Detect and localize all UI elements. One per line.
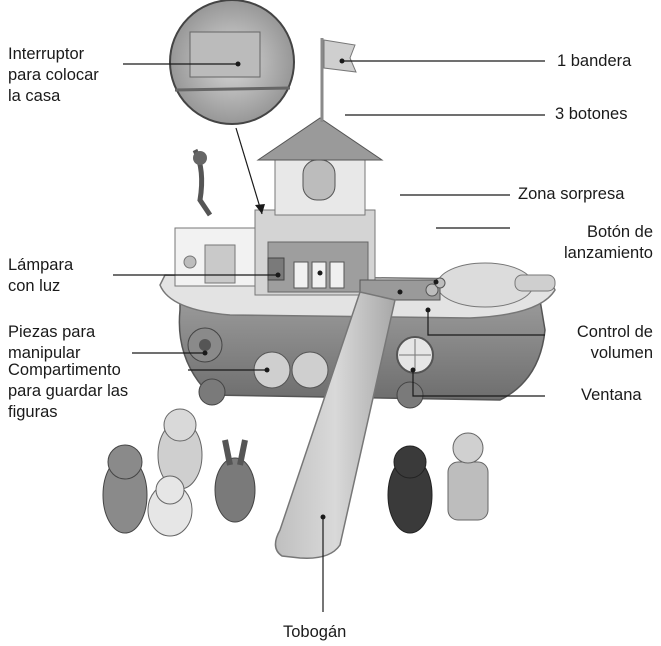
boat-illustration	[102, 0, 556, 559]
line-ventana	[412, 370, 545, 397]
label-boton-lanzamiento: Botón de lanzamiento	[564, 223, 653, 262]
label-compartimento: Compartimento para guardar las figuras	[8, 361, 129, 421]
label-zona-sorpresa: Zona sorpresa	[518, 185, 625, 203]
figurines	[102, 408, 489, 537]
label-tobogan: Tobogán	[283, 623, 347, 641]
label-ventana: Ventana	[581, 386, 642, 404]
callout-dots	[202, 58, 439, 520]
label-piezas: Piezas para manipular	[8, 323, 96, 362]
label-interruptor: Interruptor para colocar la casa	[8, 45, 99, 105]
line-volumen	[427, 310, 545, 336]
label-control-volumen: Control de volumen	[576, 323, 653, 362]
button-3	[329, 261, 345, 289]
label-botones: 3 botones	[555, 105, 628, 123]
line-interruptor-arrow	[235, 127, 263, 215]
label-bandera: 1 bandera	[557, 52, 632, 70]
house-roof	[256, 117, 384, 161]
button-1	[293, 261, 309, 289]
arrowhead-interruptor	[255, 204, 265, 214]
compartment-dial-2	[291, 351, 329, 389]
lamp	[267, 257, 285, 281]
slide	[274, 291, 396, 559]
callout-lines	[113, 60, 545, 612]
label-lampara: Lámpara con luz	[8, 256, 74, 295]
flag	[323, 39, 357, 73]
